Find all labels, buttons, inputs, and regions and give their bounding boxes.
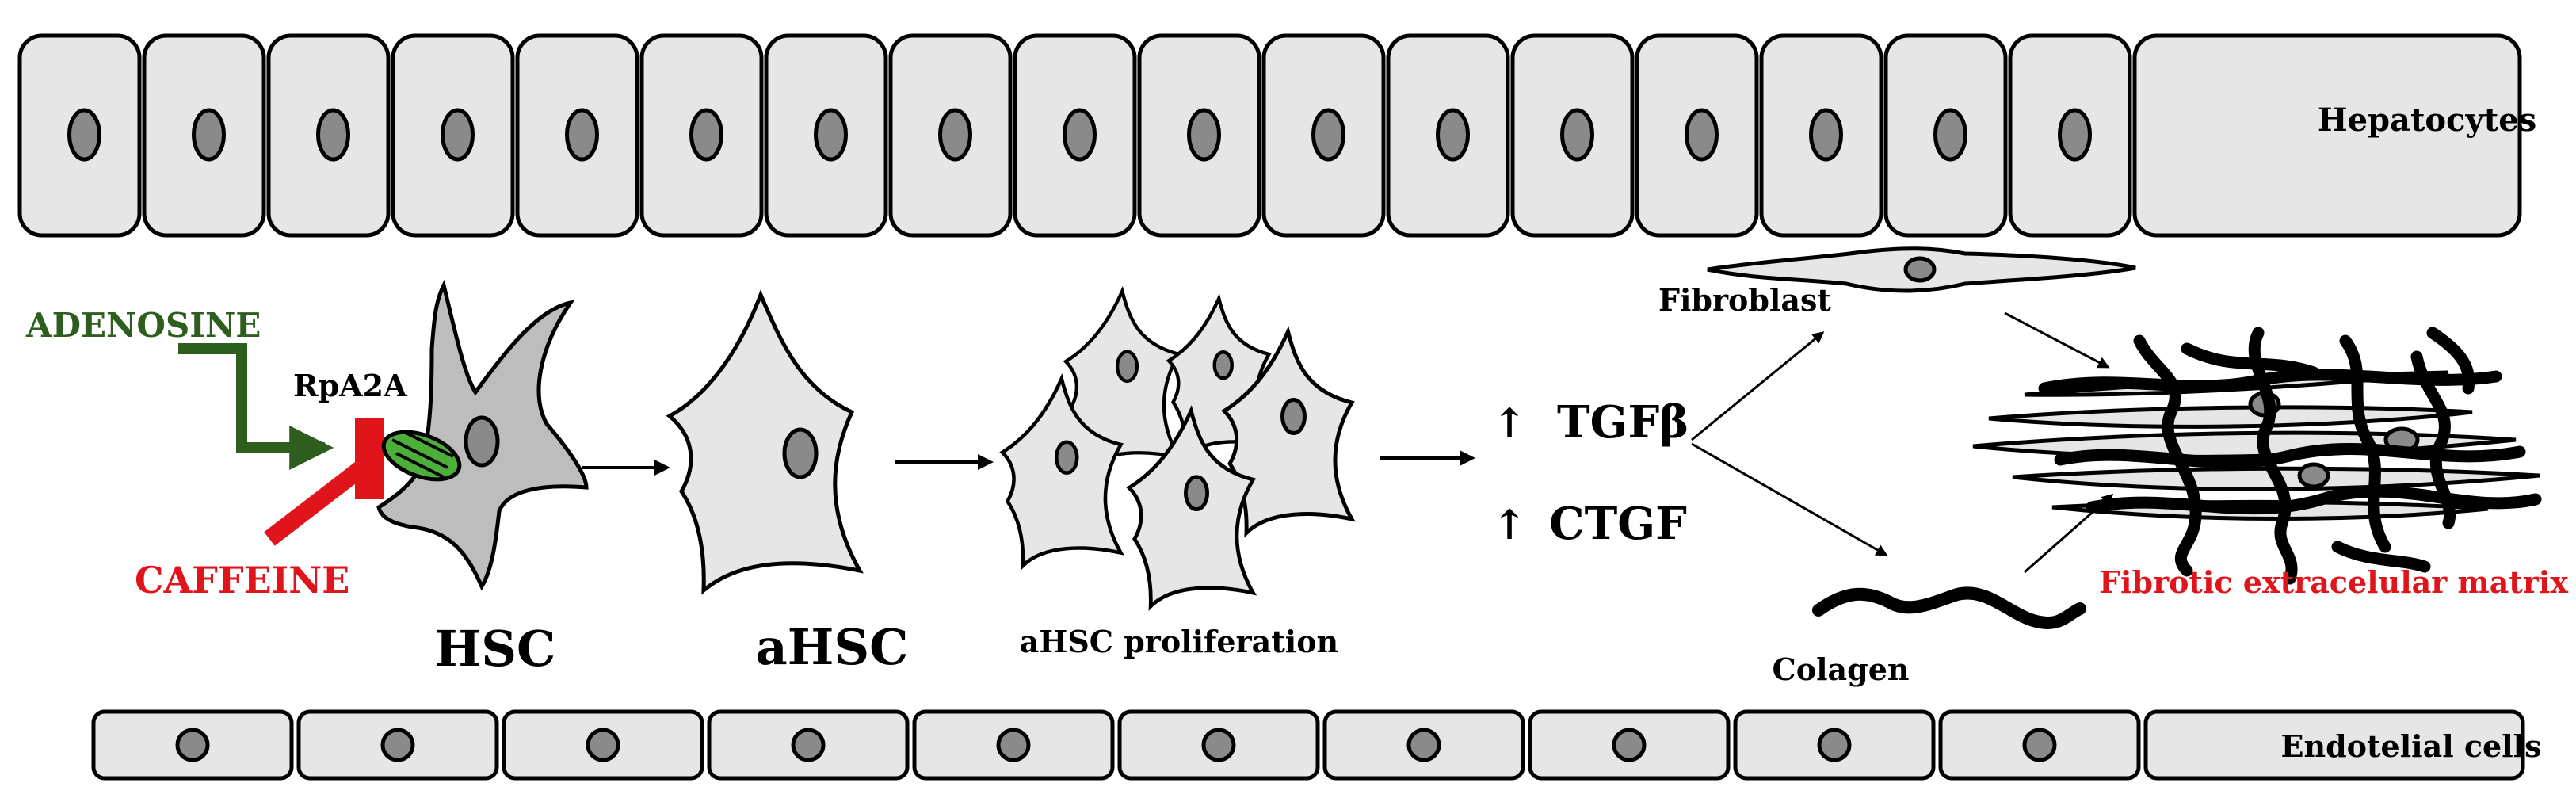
endothelial-cell: [707, 709, 910, 781]
arrow-fibroblast-to-matrix: [2004, 311, 2110, 369]
endothelial-cell: [2143, 709, 2525, 781]
hsc-cell: [376, 279, 589, 591]
endothelial-cell: [1322, 709, 1525, 781]
endothelial-cell: [912, 709, 1115, 781]
matrix-label: Fibrotic extracelular matrix: [2099, 564, 2568, 600]
endothelial-cell: [1733, 709, 1936, 781]
endothelial-cell: [91, 709, 294, 781]
ahsc-cell: [666, 289, 864, 595]
hepatocyte-cell: [888, 33, 1013, 238]
hepatocyte-cell: [2132, 33, 2522, 238]
fibroblast-cell: [1707, 246, 2136, 293]
endothelial-cell: [296, 709, 499, 781]
hepatocyte-cell: [1510, 33, 1635, 238]
colagen-fiber: [1812, 586, 2086, 629]
hepatocyte-cell: [266, 33, 391, 238]
hepatocyte-cell: [142, 33, 266, 238]
receptor-icon: [381, 430, 462, 482]
hepatocyte-cell: [1013, 33, 1137, 238]
hepatocyte-cell: [1759, 33, 1883, 238]
endothelial-cell: [502, 709, 704, 781]
adenosine-label: ADENOSINE: [25, 306, 261, 345]
hepatocyte-cell: [1883, 33, 2008, 238]
hepatocyte-cell: [1386, 33, 1510, 238]
receptor-label: RpA2A: [293, 368, 407, 403]
endothelial-label: Endotelial cells: [2281, 728, 2542, 764]
arrow-to-fibroblast: [1691, 331, 1825, 441]
hepatocyte-cell: [764, 33, 888, 238]
hepatocyte-layer: [17, 33, 2522, 238]
hepatocyte-cell: [515, 33, 639, 238]
adenosine-arrow: [178, 343, 334, 470]
endothelial-cell: [1117, 709, 1320, 781]
fibroblast-label: Fibroblast: [1658, 282, 1831, 318]
caffeine-label: CAFFEINE: [135, 559, 349, 602]
fibrotic-matrix: [1972, 327, 2542, 585]
colagen-label: Colagen: [1772, 651, 1909, 687]
tgf-up-arrow: ↑: [1492, 399, 1527, 448]
hsc-label: HSC: [435, 620, 556, 678]
endothelial-cell: [1938, 709, 2141, 781]
endothelial-layer: [91, 709, 2525, 781]
hepatocyte-cell: [391, 33, 515, 238]
endothelial-cell: [1528, 709, 1731, 781]
receptor-block-bar: [355, 418, 384, 499]
hepatocyte-cell: [17, 33, 142, 238]
hepatocyte-cell: [2008, 33, 2132, 238]
ctgf-up-arrow: ↑: [1492, 501, 1527, 549]
tgf-beta-label: TGFβ: [1557, 396, 1689, 449]
hepatocyte-cell: [1635, 33, 1759, 238]
hepatocyte-cell: [639, 33, 764, 238]
ahsc-label: aHSC: [756, 618, 909, 676]
hepatocytes-label: Hepatocytes: [2318, 101, 2536, 139]
hepatocyte-cell: [1261, 33, 1386, 238]
ctgf-label: CTGF: [1549, 498, 1687, 550]
ahsc-proliferation-cluster: [999, 285, 1356, 611]
arrow-to-colagen: [1691, 442, 1888, 556]
hepatocyte-cell: [1137, 33, 1261, 238]
proliferation-label: aHSC proliferation: [1020, 624, 1338, 659]
